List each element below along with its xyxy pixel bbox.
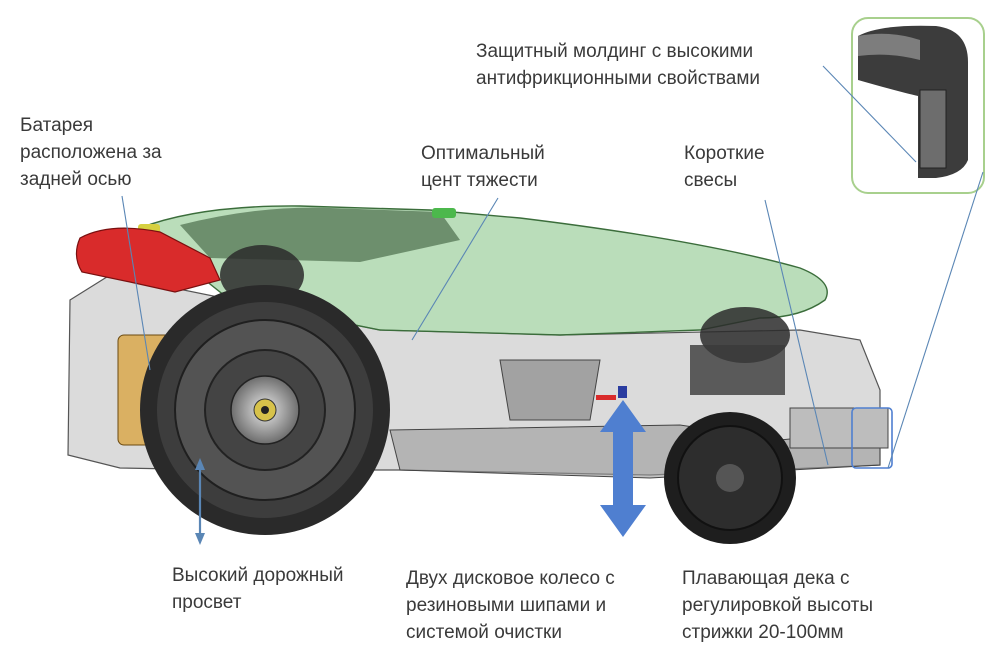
clearance-arrow bbox=[195, 458, 205, 545]
callout-lines bbox=[121, 65, 984, 469]
molding-marker-box bbox=[851, 407, 893, 469]
label-battery: Батарея расположена за задней осью bbox=[20, 115, 162, 190]
rear-wheel bbox=[140, 285, 390, 535]
label-clearance: Высокий дорожный просвет bbox=[172, 565, 344, 613]
label-deck: Плавающая дека с регулировкой высоты стр… bbox=[682, 568, 874, 643]
height-adjust-arrow bbox=[596, 386, 646, 537]
label-molding: Защитный молдинг с высокими антифрикцион… bbox=[476, 41, 761, 89]
front-wheel bbox=[664, 412, 796, 544]
motor-block bbox=[690, 345, 785, 395]
front-bumper bbox=[789, 407, 889, 449]
label-gravity: Оптимальный цент тяжести bbox=[421, 143, 545, 191]
cutting-motor bbox=[499, 359, 601, 421]
molding-inset bbox=[851, 17, 985, 194]
green-handle bbox=[432, 208, 456, 218]
label-overhang: Короткие свесы bbox=[684, 143, 765, 191]
rear-light bbox=[75, 227, 221, 293]
label-wheel: Двух дисковое колесо с резиновыми шипами… bbox=[406, 568, 615, 643]
